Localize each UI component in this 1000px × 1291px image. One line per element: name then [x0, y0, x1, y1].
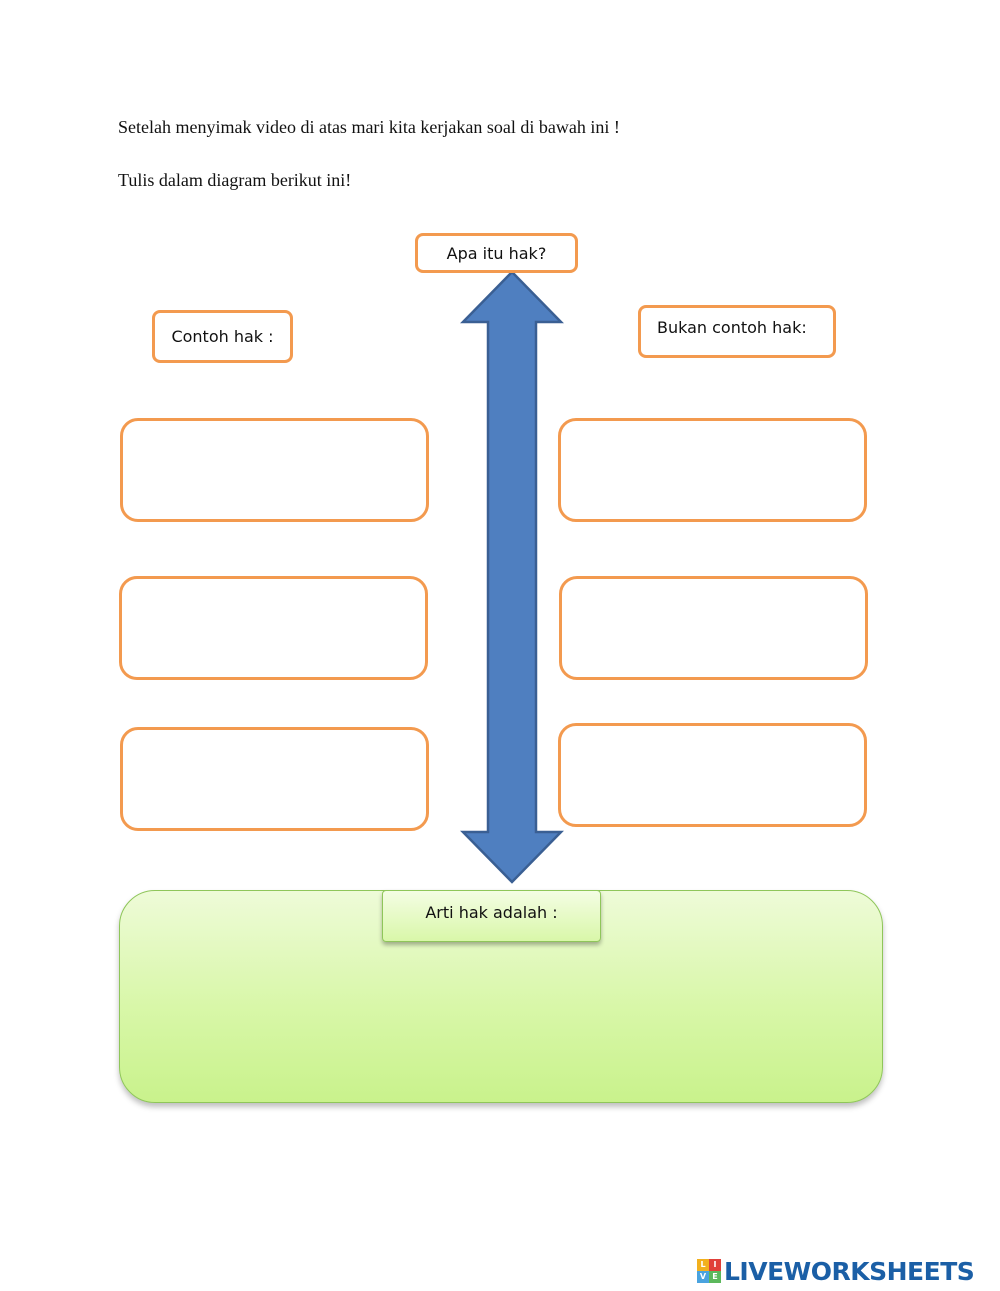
- double-arrow-shape: [460, 270, 564, 884]
- right-answer-box-2: [559, 576, 868, 680]
- left-answer-input-1[interactable]: [123, 421, 426, 519]
- left-answer-box-1: [120, 418, 429, 522]
- definition-title-label: Arti hak adalah :: [425, 903, 558, 922]
- definition-answer-input[interactable]: [140, 953, 866, 1087]
- right-title-label: Bukan contoh hak:: [657, 318, 807, 337]
- center-title-box: Apa itu hak?: [415, 233, 578, 273]
- instruction-text-1: Setelah menyimak video di atas mari kita…: [118, 117, 620, 137]
- double-arrow-icon: [460, 270, 564, 884]
- liveworksheets-brand: L I V E LIVEWORKSHEETS: [697, 1254, 975, 1288]
- right-title-box: Bukan contoh hak:: [638, 305, 836, 358]
- right-answer-input-1[interactable]: [561, 421, 864, 519]
- logo-letter-v: V: [697, 1271, 709, 1283]
- right-answer-box-3: [558, 723, 867, 827]
- left-title-label: Contoh hak :: [171, 327, 274, 346]
- right-answer-box-1: [558, 418, 867, 522]
- instruction-text-2: Tulis dalam diagram berikut ini!: [118, 170, 352, 190]
- liveworksheets-logo-icon: L I V E: [697, 1259, 721, 1283]
- left-answer-box-2: [119, 576, 428, 680]
- logo-letter-i: I: [709, 1259, 721, 1271]
- left-answer-box-3: [120, 727, 429, 831]
- right-answer-input-3[interactable]: [561, 726, 864, 824]
- left-answer-input-2[interactable]: [122, 579, 425, 677]
- definition-title-box: Arti hak adalah :: [382, 890, 601, 942]
- center-title-label: Apa itu hak?: [446, 243, 547, 263]
- logo-letter-l: L: [697, 1259, 709, 1271]
- brand-name: LIVEWORKSHEETS: [724, 1256, 975, 1286]
- logo-letter-e: E: [709, 1271, 721, 1283]
- left-title-box: Contoh hak :: [152, 310, 293, 363]
- left-answer-input-3[interactable]: [123, 730, 426, 828]
- definition-panel: [119, 890, 883, 1103]
- right-answer-input-2[interactable]: [562, 579, 865, 677]
